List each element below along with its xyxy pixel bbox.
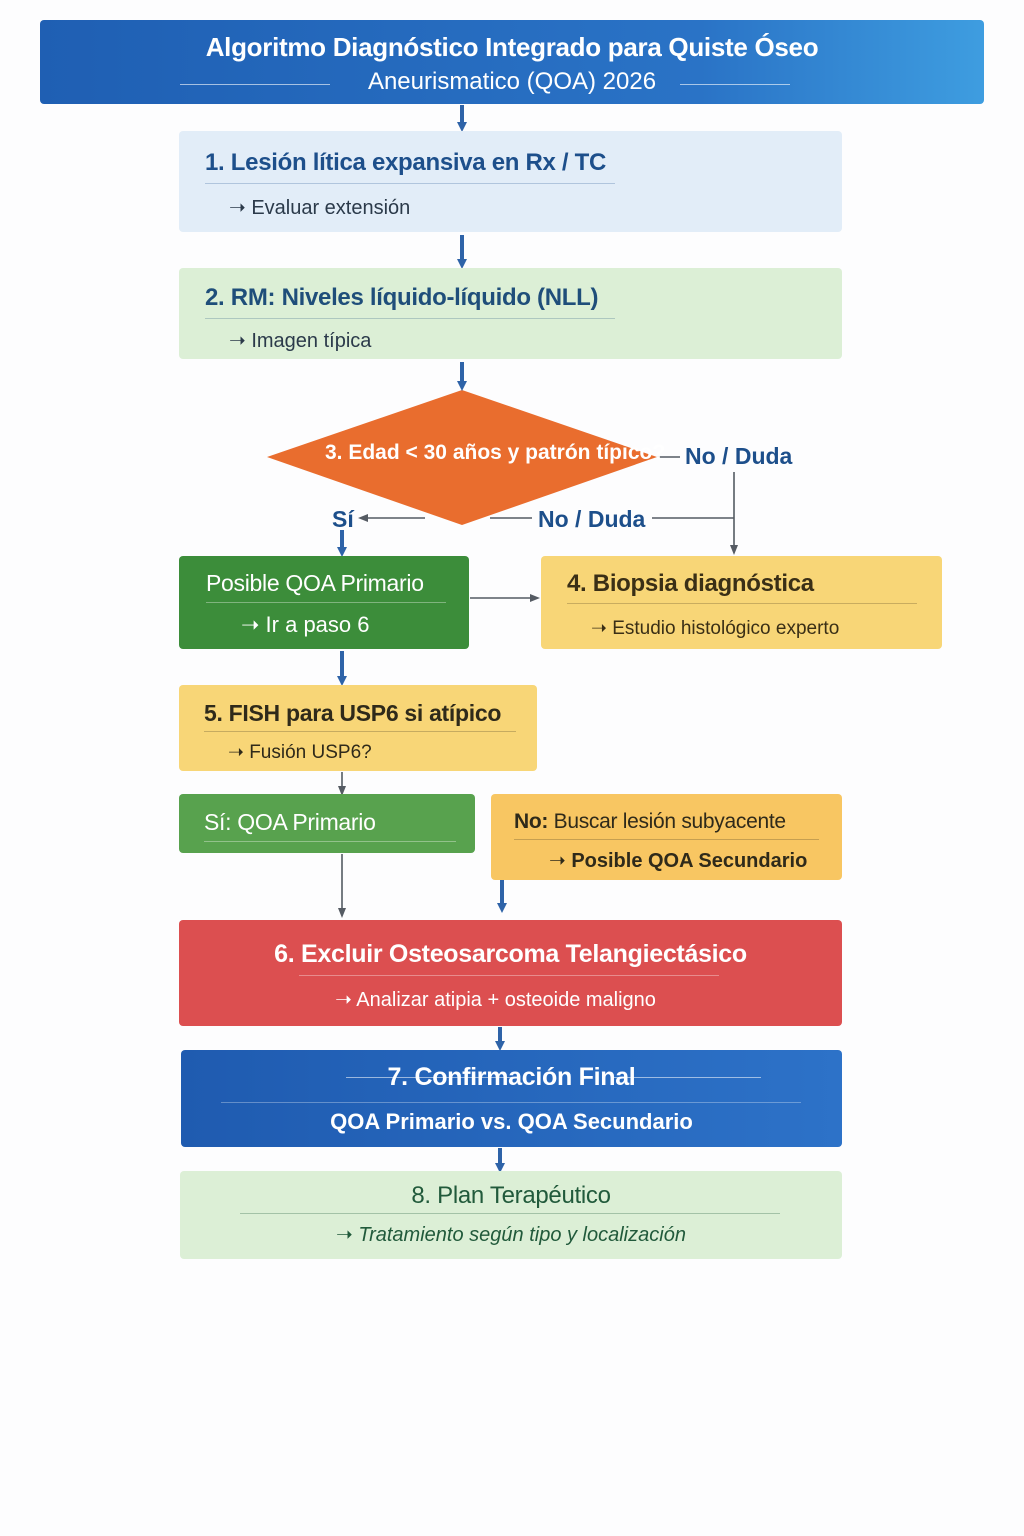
- biopsia-sub: ➝ Estudio histológico experto: [591, 618, 840, 639]
- step-8-title: 8. Plan Terapéutico: [411, 1182, 611, 1209]
- step-7-rule-mid: [221, 1102, 801, 1103]
- no-secundario-sub: ➝ Posible QOA Secundario: [549, 850, 808, 872]
- title-line1: Algoritmo Diagnóstico Integrado para Qui…: [205, 32, 819, 62]
- si-primario-box: Sí: QOA Primario: [179, 794, 475, 853]
- posible-primario-sub: ➝ Ir a paso 6: [241, 612, 370, 637]
- step-2-box: 2. RM: Niveles líquido-líquido (NLL) ➝ I…: [179, 268, 842, 359]
- decision-label: 3. Edad < 30 años y patrón típico?: [325, 441, 666, 464]
- step-6-box: 6. Excluir Osteosarcoma Telangiectásico …: [179, 920, 842, 1026]
- fish-sub: ➝ Fusión USP6?: [228, 742, 372, 763]
- no-label: No:: [514, 810, 549, 833]
- step-6-title: 6. Excluir Osteosarcoma Telangiectásico: [274, 940, 747, 968]
- step-2-sub: ➝ Imagen típica: [229, 330, 372, 352]
- step-7-title: 7. Confirmación Final: [387, 1063, 636, 1091]
- step-6-sub: ➝ Analizar atipia + osteoide maligno: [335, 989, 656, 1011]
- posible-primario-box: Posible QOA Primario ➝ Ir a paso 6: [179, 556, 469, 649]
- no-secundario-title-wrap: No: Buscar lesión subyacente: [514, 810, 786, 834]
- step-7-rule-left: [346, 1077, 516, 1078]
- step-2-rule: [205, 318, 615, 319]
- fish-rule: [204, 731, 516, 732]
- edge-label-no-duda-bottom: No / Duda: [538, 506, 646, 532]
- step-6-rule: [299, 975, 719, 976]
- no-secundario-title: Buscar lesión subyacente: [553, 810, 786, 833]
- edge-label-si: Sí: [332, 506, 354, 532]
- biopsia-title: 4. Biopsia diagnóstica: [567, 570, 814, 597]
- step-1-title: 1. Lesión lítica expansiva en Rx / TC: [205, 149, 607, 176]
- step-1-rule: [205, 183, 615, 184]
- decision-diamond: [267, 390, 657, 525]
- step-1-box: 1. Lesión lítica expansiva en Rx / TC ➝ …: [179, 131, 842, 232]
- step-7-sub: QOA Primario vs. QOA Secundario: [330, 1109, 693, 1134]
- fish-title: 5. FISH para USP6 si atípico: [204, 700, 502, 726]
- fish-box: 5. FISH para USP6 si atípico ➝ Fusión US…: [179, 685, 537, 771]
- posible-primario-title: Posible QOA Primario: [206, 570, 424, 596]
- si-primario-title: Sí: QOA Primario: [204, 809, 376, 835]
- posible-primario-rule: [206, 602, 446, 603]
- biopsia-box: 4. Biopsia diagnóstica ➝ Estudio histoló…: [541, 556, 942, 649]
- diagram-title: Algoritmo Diagnóstico Integrado para Qui…: [40, 20, 984, 104]
- title-line2: Aneurismatico (QOA) 2026: [367, 68, 657, 95]
- no-secundario-rule: [514, 839, 819, 840]
- step-7-rule-right: [611, 1077, 761, 1078]
- step-8-rule: [240, 1213, 780, 1214]
- si-primario-rule: [204, 841, 456, 842]
- step-2-title: 2. RM: Niveles líquido-líquido (NLL): [205, 284, 599, 311]
- step-1-sub: ➝ Evaluar extensión: [229, 197, 411, 219]
- no-secundario-box: No: Buscar lesión subyacente ➝ Posible Q…: [491, 794, 842, 880]
- step-8-box: 8. Plan Terapéutico ➝ Tratamiento según …: [180, 1171, 842, 1259]
- edge-label-no-duda-right: No / Duda: [685, 443, 793, 469]
- title-rule-left: [180, 84, 330, 85]
- biopsia-rule: [567, 603, 917, 604]
- title-rule-right: [680, 84, 790, 85]
- step-8-sub: ➝ Tratamiento según tipo y localización: [336, 1224, 686, 1246]
- step-7-box: 7. Confirmación Final QOA Primario vs. Q…: [181, 1050, 842, 1147]
